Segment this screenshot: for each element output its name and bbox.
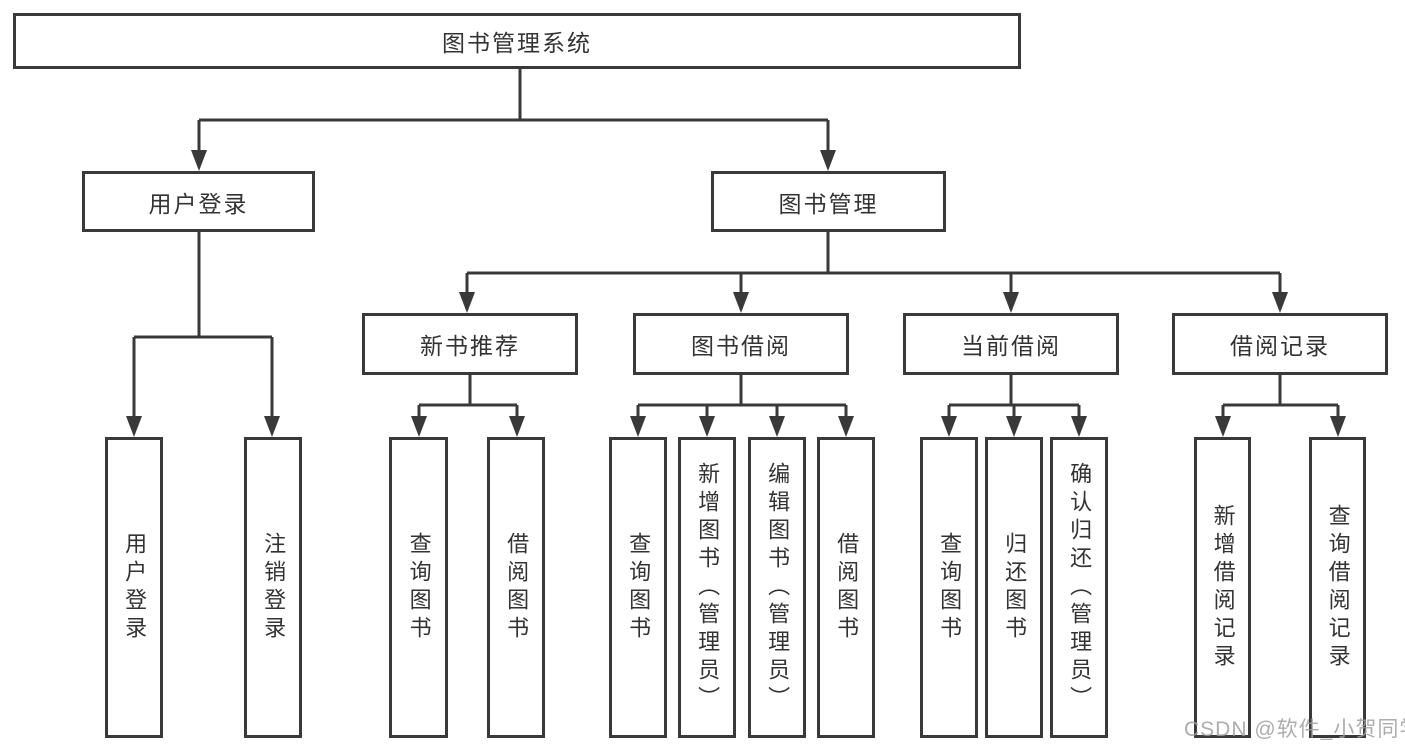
leaf-borrow-books: 借阅图书	[817, 437, 875, 738]
node-label: 借阅图书	[504, 531, 530, 644]
leaf-user-login: 用户登录	[105, 437, 163, 738]
leaf-add-borrow-record: 新增借阅记录	[1194, 437, 1251, 738]
node-label: 用户登录	[148, 190, 249, 217]
node-label: 查询借阅记录	[1325, 503, 1351, 672]
leaf-query-books-recommend: 查询图书	[389, 437, 448, 738]
node-book-borrowing: 图书借阅	[633, 313, 849, 375]
node-label: 确认归还（管理员）	[1067, 461, 1093, 714]
node-label: 新增借阅记录	[1210, 503, 1236, 672]
node-label: 当前借阅	[961, 333, 1061, 359]
node-borrowing-records: 借阅记录	[1172, 313, 1388, 375]
node-label: 归还图书	[1002, 531, 1028, 644]
node-label: 图书管理	[778, 190, 879, 217]
leaf-query-books-current: 查询图书	[920, 437, 978, 738]
leaf-add-books-admin: 新增图书（管理员）	[678, 437, 736, 738]
leaf-confirm-return-admin: 确认归还（管理员）	[1050, 437, 1108, 738]
leaf-borrow-books-recommend: 借阅图书	[487, 437, 545, 738]
leaf-return-books: 归还图书	[985, 437, 1043, 738]
leaf-query-borrow-record: 查询借阅记录	[1309, 437, 1366, 738]
node-label: 图书管理系统	[442, 30, 592, 56]
node-label: 注销登录	[261, 531, 287, 644]
node-book-management-branch: 图书管理	[711, 171, 946, 232]
node-label: 编辑图书（管理员）	[765, 461, 791, 714]
node-label: 用户登录	[122, 531, 148, 644]
node-current-borrowing: 当前借阅	[903, 313, 1119, 375]
node-label: 借阅图书	[834, 531, 860, 644]
leaf-logout: 注销登录	[244, 437, 302, 738]
node-label: 新书推荐	[420, 333, 520, 359]
node-label: 新增图书（管理员）	[695, 461, 721, 714]
node-label: 借阅记录	[1230, 333, 1330, 359]
node-library-system: 图书管理系统	[13, 13, 1021, 69]
leaf-edit-books-admin: 编辑图书（管理员）	[748, 437, 806, 738]
node-new-book-recommendation: 新书推荐	[362, 313, 578, 375]
node-label: 图书借阅	[691, 333, 791, 359]
watermark: CSDN @软件_小贺同学	[1184, 718, 1405, 741]
node-label: 查询图书	[937, 531, 963, 644]
arrowhead-icons	[126, 150, 1346, 437]
leaf-query-books-borrowing: 查询图书	[609, 437, 667, 738]
node-label: 查询图书	[406, 531, 432, 644]
node-user-login-branch: 用户登录	[82, 171, 315, 232]
node-label: 查询图书	[626, 531, 652, 644]
